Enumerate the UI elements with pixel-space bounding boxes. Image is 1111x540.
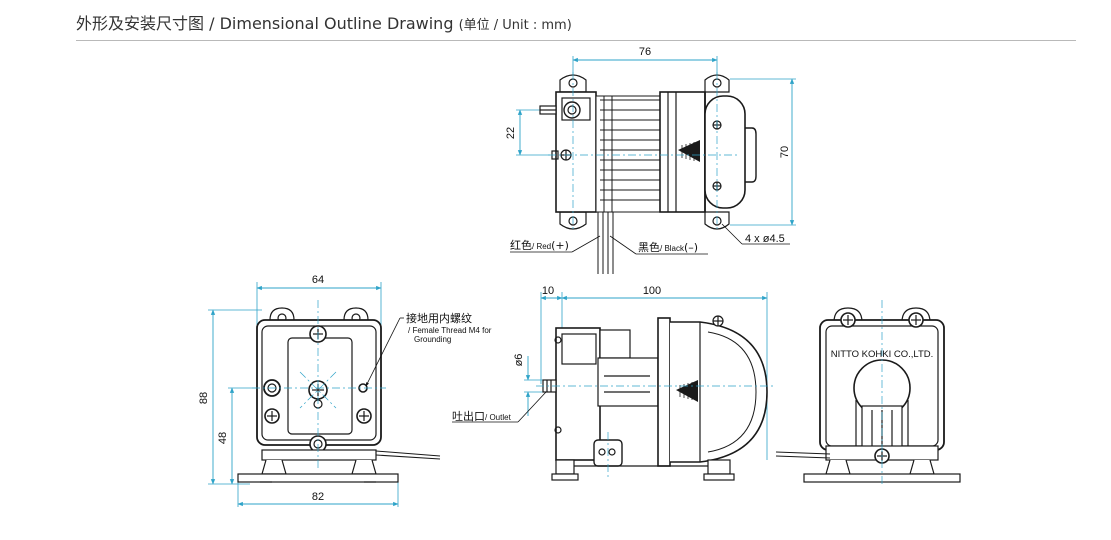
wire-red-label: 红色/ Red(+) xyxy=(510,238,569,252)
top-view xyxy=(510,56,796,274)
title-en: / Dimensional Outline Drawing xyxy=(209,14,454,33)
ground-label-en-2: Grounding xyxy=(414,335,451,344)
hole-note: 4 x ø4.5 xyxy=(745,233,785,245)
svg-text:吐出口/ Outlet: 吐出口/ Outlet xyxy=(452,409,512,423)
dim-height-70: 70 xyxy=(779,146,791,158)
dim-height-88: 88 xyxy=(198,392,210,404)
rear-view xyxy=(775,300,961,484)
dim-diameter-6: ø6 xyxy=(513,354,525,367)
dim-offset-10: 10 xyxy=(542,285,554,297)
dim-width-76: 76 xyxy=(639,46,651,58)
ground-label-en-1: / Female Thread M4 for xyxy=(408,326,492,335)
ground-label-zh: 接地用内螺纹 xyxy=(406,311,472,325)
dim-height-48: 48 xyxy=(217,432,229,444)
svg-text:黑色/ Black(–): 黑色/ Black(–) xyxy=(638,240,698,254)
dim-base-82: 82 xyxy=(312,491,324,503)
dim-width-64: 64 xyxy=(312,274,324,286)
front-view xyxy=(208,282,441,507)
svg-text:红色/ Red(+): 红色/ Red(+) xyxy=(510,238,569,252)
title-zh: 外形及安装尺寸图 xyxy=(76,14,205,33)
brand-plate: NITTO KOHKI CO.,LTD. xyxy=(831,349,934,360)
dim-length-100: 100 xyxy=(643,285,661,297)
dim-offset-22: 22 xyxy=(505,127,517,139)
page-title: 外形及安装尺寸图 / Dimensional Outline Drawing (… xyxy=(76,10,572,34)
section-header: 外形及安装尺寸图 / Dimensional Outline Drawing (… xyxy=(76,8,1076,41)
side-view xyxy=(452,292,775,481)
title-unit: (单位 / Unit : mm) xyxy=(458,18,572,33)
outlet-label: 吐出口/ Outlet xyxy=(452,409,512,423)
wire-black-label: 黑色/ Black(–) xyxy=(638,240,698,254)
